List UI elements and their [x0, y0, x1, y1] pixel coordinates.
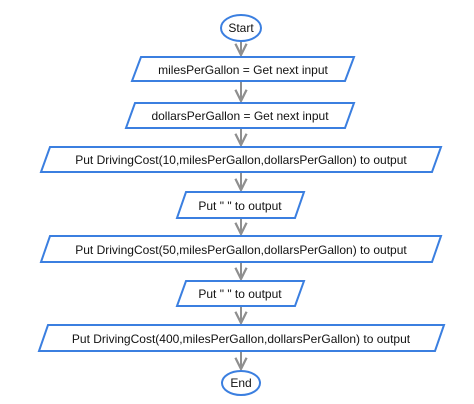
step-label: Put " " to output: [198, 199, 282, 213]
step-driving-cost-50: Put DrivingCost(50,milesPerGallon,dollar…: [39, 235, 443, 263]
end-node-shape: [221, 370, 261, 396]
step-output-space-2: Put " " to output: [175, 280, 306, 307]
start-node: Start: [220, 14, 262, 42]
step-label: Put DrivingCost(400,milesPerGallon,dolla…: [72, 332, 411, 346]
step-shape: [39, 146, 443, 173]
step-shape: [175, 191, 306, 219]
start-node-shape: [220, 14, 262, 42]
step-driving-cost-400: Put DrivingCost(400,milesPerGallon,dolla…: [37, 324, 446, 352]
step-shape: [37, 324, 446, 352]
step-output-space-1: Put " " to output: [175, 191, 306, 219]
step-driving-cost-10: Put DrivingCost(10,milesPerGallon,dollar…: [39, 146, 443, 173]
end-node-label: End: [230, 376, 251, 390]
step-label: Put DrivingCost(50,milesPerGallon,dollar…: [75, 243, 407, 257]
step-shape: [175, 280, 306, 307]
step-label: dollarsPerGallon = Get next input: [151, 109, 329, 123]
step-label: milesPerGallon = Get next input: [158, 63, 328, 77]
flowchart-steps: milesPerGallon = Get next input dollarsP…: [37, 56, 446, 352]
start-node-label: Start: [228, 21, 254, 35]
step-shape: [130, 56, 356, 82]
step-miles-per-gallon: milesPerGallon = Get next input: [130, 56, 356, 82]
step-label: Put DrivingCost(10,milesPerGallon,dollar…: [75, 153, 407, 167]
step-shape: [124, 102, 356, 129]
end-node: End: [221, 370, 261, 396]
step-label: Put " " to output: [198, 287, 282, 301]
step-dollars-per-gallon: dollarsPerGallon = Get next input: [124, 102, 356, 129]
step-shape: [39, 235, 443, 263]
